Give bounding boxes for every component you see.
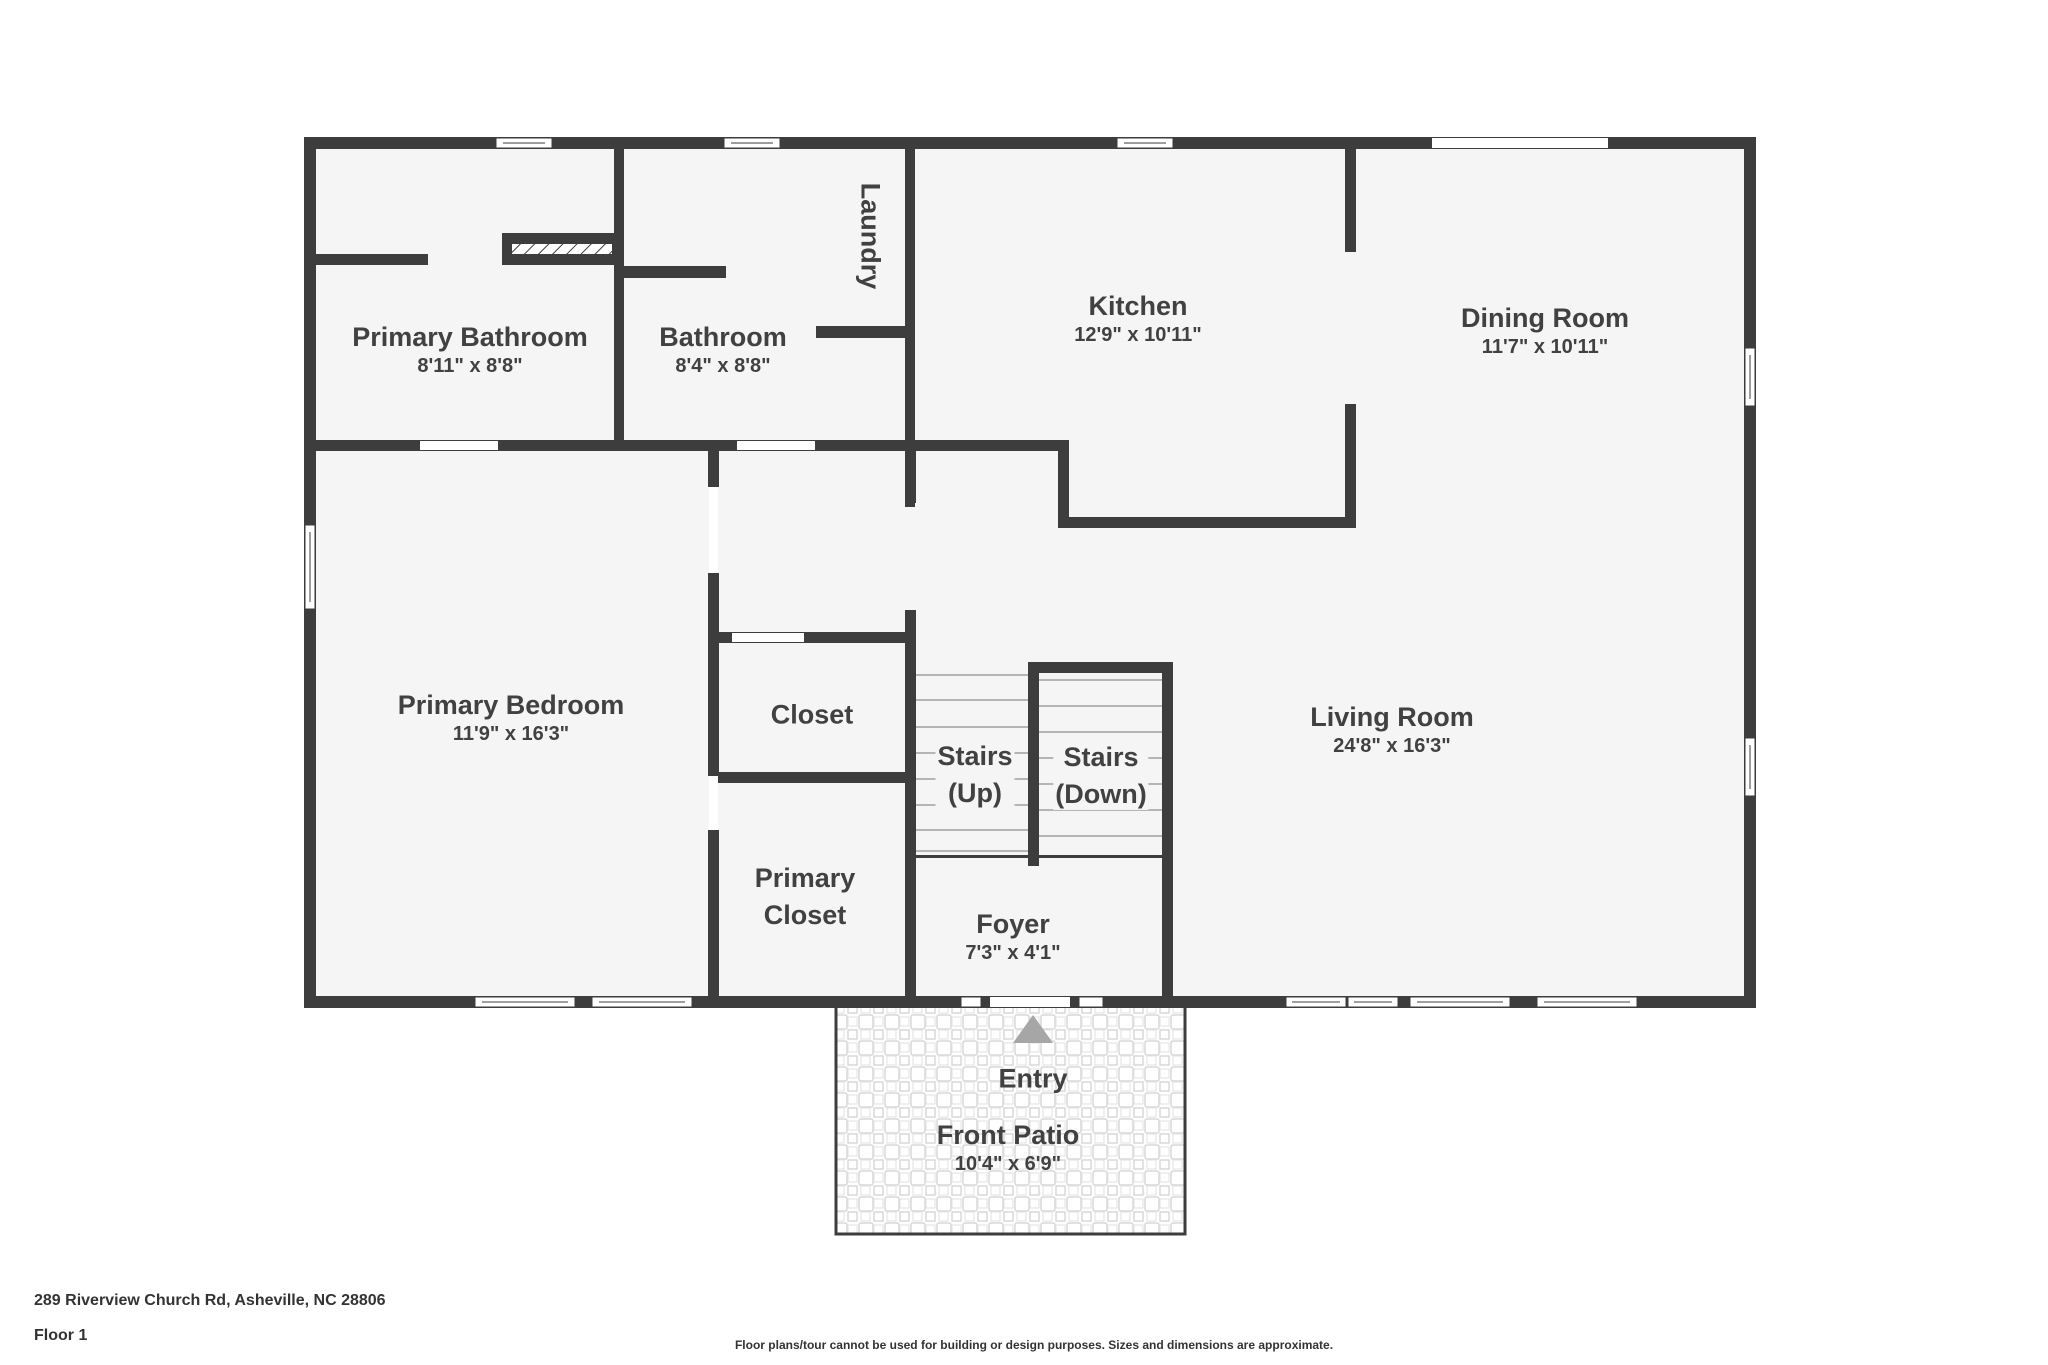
floor-area: [309, 142, 1751, 1004]
room-label-primary-bedroom: Primary Bedroom 11'9" x 16'3": [398, 690, 625, 746]
room-label-laundry: Laundry: [854, 182, 886, 290]
room-dimensions: 7'3" x 4'1": [965, 942, 1061, 965]
entry-arrow-icon: [1013, 1015, 1053, 1043]
room-dimensions: 8'4" x 8'8": [675, 355, 771, 378]
room-name-line2: Closet: [763, 900, 847, 930]
entry-name: Entry: [998, 1063, 1068, 1094]
room-name: Living Room: [1310, 701, 1474, 732]
room-dimensions: 11'7" x 10'11": [1481, 336, 1609, 359]
room-name: Primary Bathroom: [352, 321, 588, 352]
room-dimensions: 24'8" x 16'3": [1333, 735, 1451, 758]
door-openings: [420, 138, 1608, 1007]
room-dimensions: 10'4" x 6'9": [954, 1153, 1062, 1176]
room-name: Laundry: [855, 182, 886, 290]
room-name: Closet: [770, 699, 854, 730]
room-name: Kitchen: [1088, 290, 1188, 321]
room-dimensions: 8'11" x 8'8": [417, 355, 523, 378]
room-name-line1: Stairs: [1063, 741, 1139, 772]
floor-label: Floor 1: [34, 1327, 88, 1344]
room-name: Front Patio: [936, 1119, 1080, 1150]
room-name-line1: Primary: [754, 862, 856, 893]
entry-label: Entry: [998, 1063, 1067, 1094]
room-name-line2: (Down): [1055, 779, 1147, 809]
room-label-stairs-down: Stairs (Down): [1053, 741, 1149, 811]
room-dimensions: 11'9" x 16'3": [452, 723, 570, 746]
room-name: Dining Room: [1461, 302, 1629, 333]
room-label-primary-closet: Primary Closet: [755, 863, 856, 931]
room-name-line1: Stairs: [937, 740, 1013, 771]
room-name-line2: (Up): [948, 778, 1002, 808]
room-dimensions: 12'9" x 10'11": [1074, 324, 1202, 347]
room-label-kitchen: Kitchen 12'9" x 10'11": [1074, 291, 1201, 347]
windows: [304, 137, 1756, 1008]
room-label-closet: Closet: [771, 699, 854, 730]
property-address: 289 Riverview Church Rd, Asheville, NC 2…: [34, 1292, 386, 1309]
room-label-primary-bathroom: Primary Bathroom 8'11" x 8'8": [352, 322, 588, 378]
room-label-living-room: Living Room 24'8" x 16'3": [1310, 702, 1474, 758]
disclaimer: Floor plans/tour cannot be used for buil…: [734, 1338, 1334, 1352]
room-name: Foyer: [976, 908, 1050, 939]
front-patio-area: [834, 1002, 1187, 1236]
room-label-bathroom: Bathroom 8'4" x 8'8": [659, 322, 787, 378]
room-label-dining-room: Dining Room 11'7" x 10'11": [1461, 303, 1629, 359]
room-label-front-patio: Front Patio 10'4" x 6'9": [937, 1120, 1080, 1176]
room-name: Primary Bedroom: [397, 689, 625, 720]
room-name: Bathroom: [659, 321, 787, 352]
room-label-stairs-up: Stairs (Up): [935, 740, 1015, 810]
room-label-foyer: Foyer 7'3" x 4'1": [965, 909, 1060, 965]
